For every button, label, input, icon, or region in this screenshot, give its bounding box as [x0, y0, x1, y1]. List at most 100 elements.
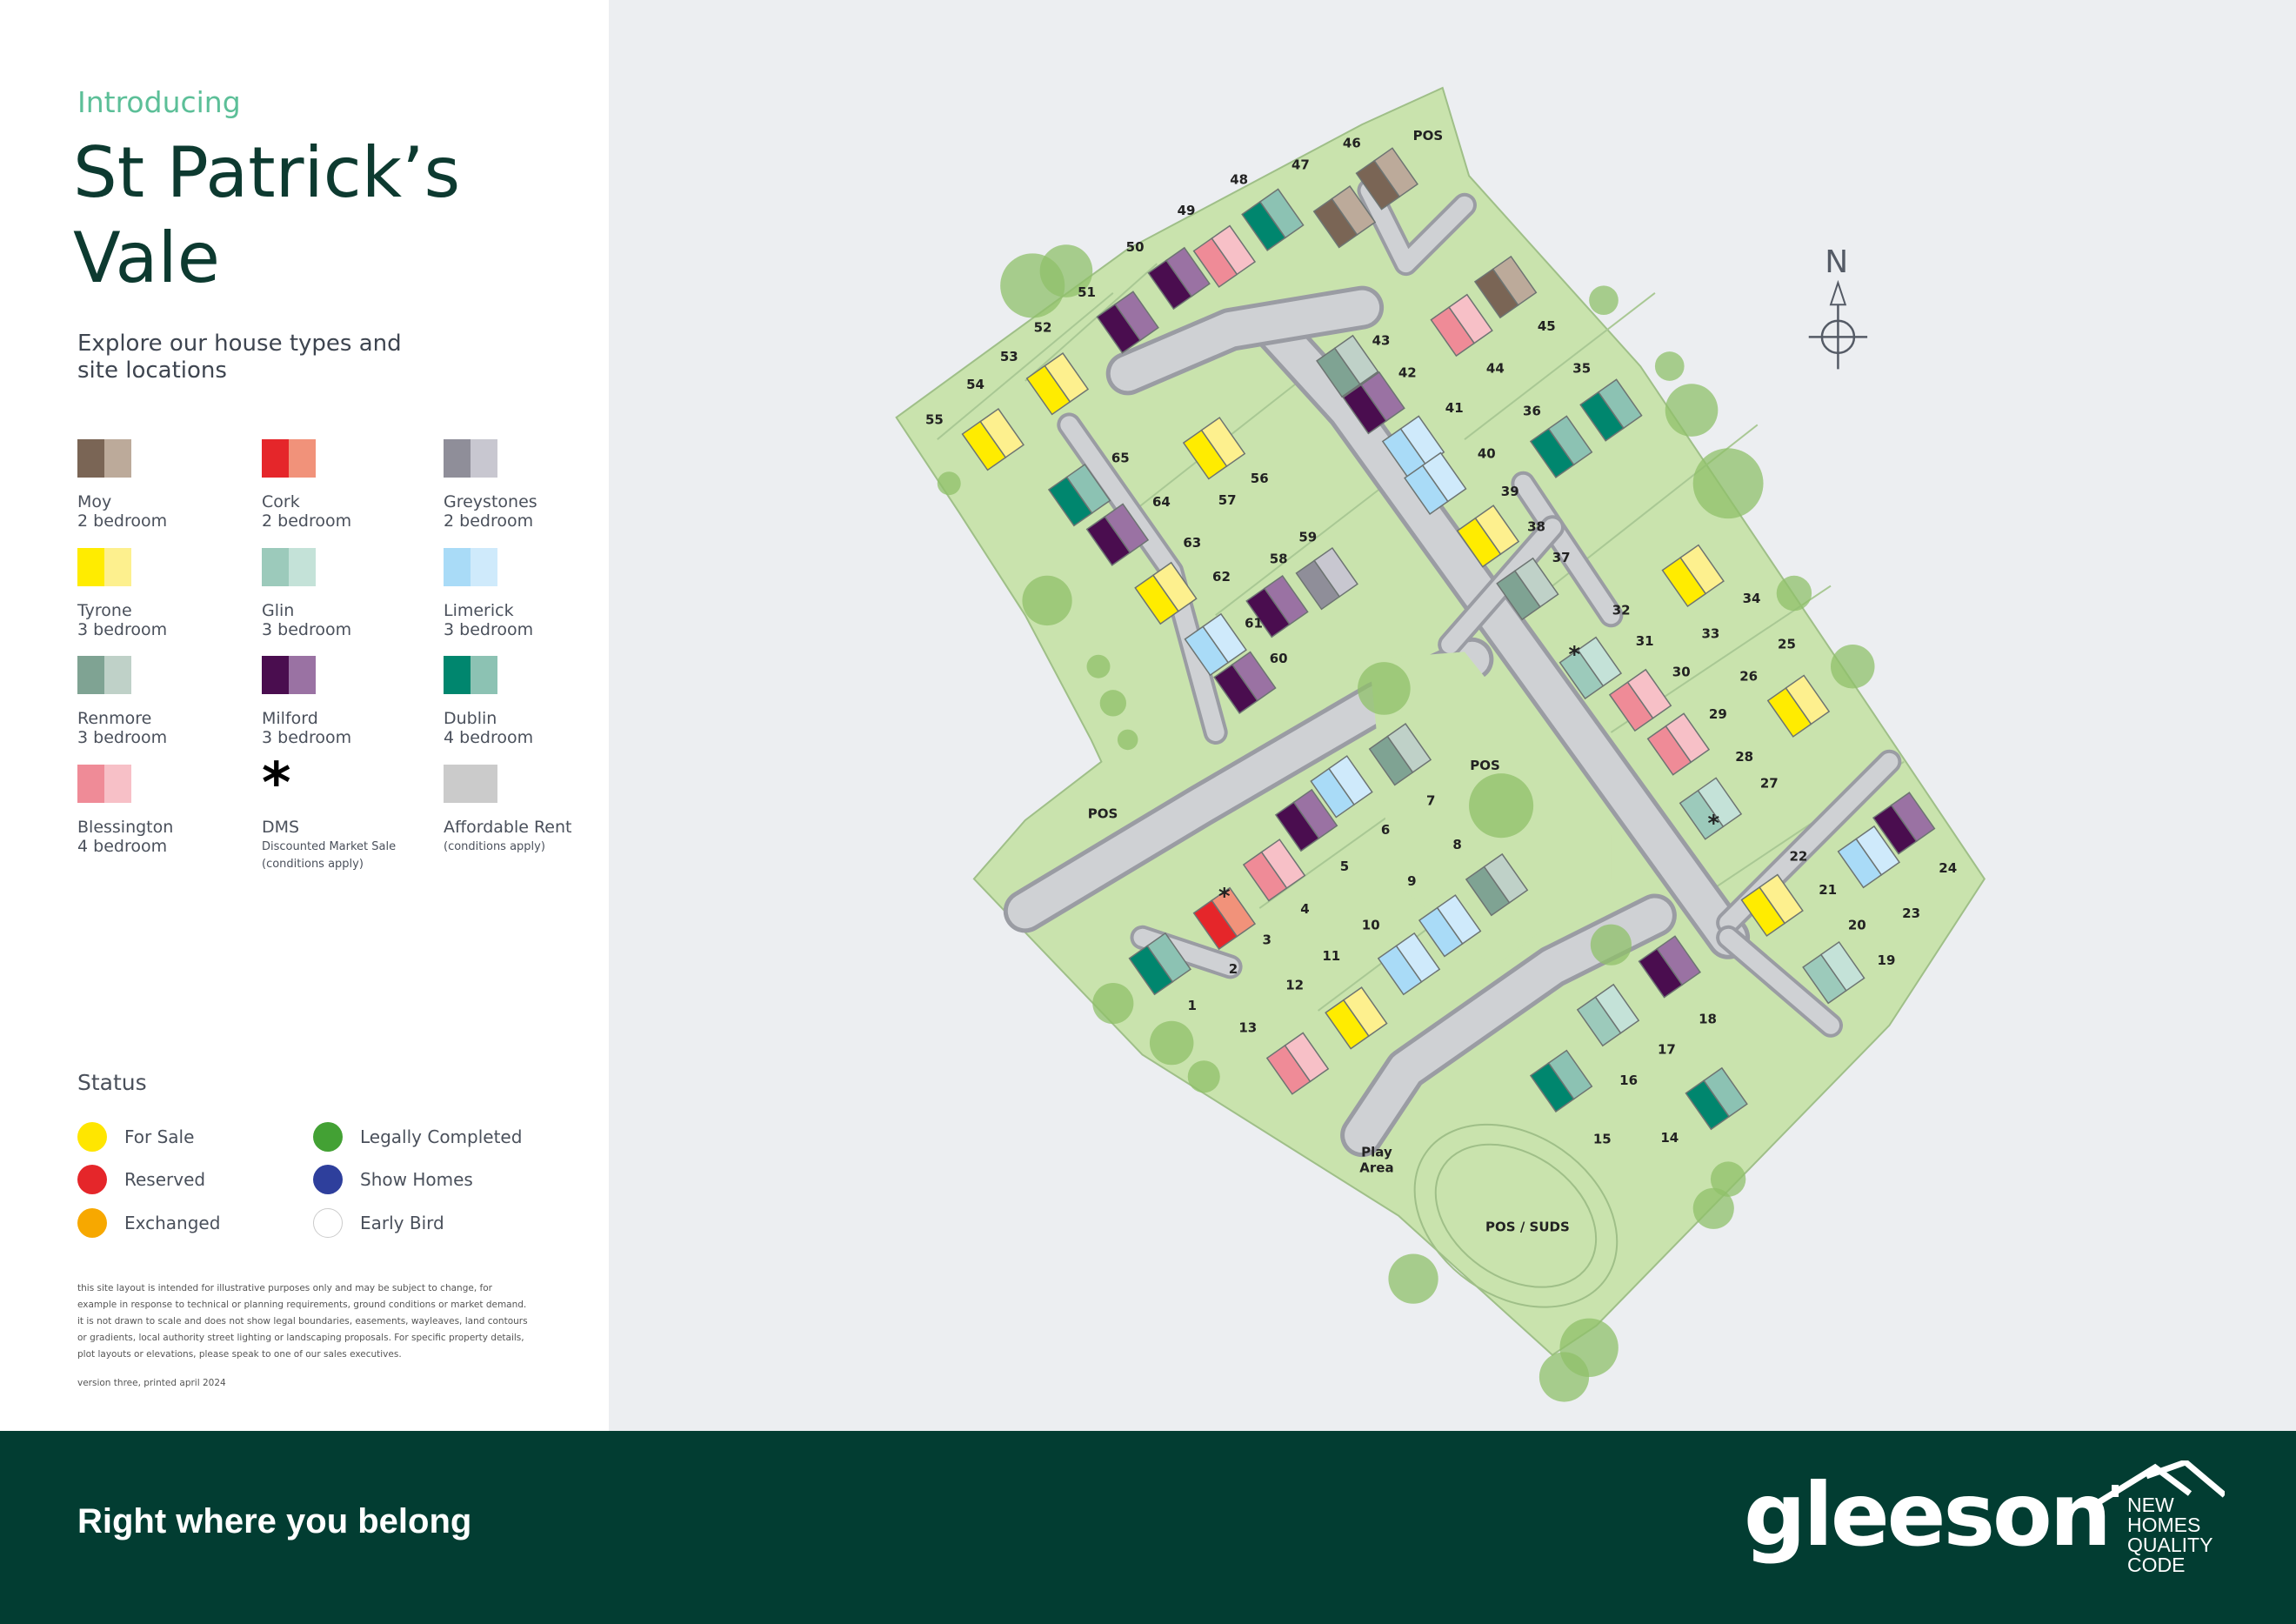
plot-number[interactable]: 48	[1230, 171, 1248, 187]
house-milford[interactable]	[1147, 246, 1211, 311]
house-renmore[interactable]	[1496, 557, 1559, 621]
house-milford[interactable]	[1085, 503, 1150, 566]
plot-number[interactable]: 55	[925, 412, 944, 428]
plot-number[interactable]: 26	[1739, 668, 1758, 684]
plot-number[interactable]: 63	[1183, 535, 1201, 551]
plot-number[interactable]: 62	[1212, 569, 1231, 585]
plot-number[interactable]: 47	[1292, 157, 1310, 173]
house-renmore[interactable]	[1368, 723, 1432, 786]
plot-number[interactable]: 4	[1300, 901, 1309, 917]
plot-number[interactable]: 32	[1612, 603, 1631, 618]
plot-number[interactable]: 35	[1572, 361, 1591, 377]
house-blessington[interactable]	[1242, 839, 1306, 902]
plot-number[interactable]: 53	[1000, 349, 1018, 364]
plot-number[interactable]: 1	[1188, 998, 1197, 1013]
plot-number[interactable]: 28	[1735, 749, 1753, 765]
plot-number[interactable]: 24	[1939, 860, 1957, 876]
plot-number[interactable]: 39	[1501, 484, 1519, 499]
plot-number[interactable]: 52	[1034, 320, 1052, 336]
house-glin[interactable]	[1802, 940, 1866, 1005]
plot-number[interactable]: 54	[966, 377, 984, 392]
house-milford[interactable]	[1213, 651, 1277, 714]
house-dublin[interactable]	[1128, 932, 1191, 996]
plot-number[interactable]: 64	[1152, 494, 1171, 510]
house-tyrone[interactable]	[1766, 674, 1831, 738]
plot-number[interactable]: 34	[1743, 591, 1761, 606]
house-tyrone[interactable]	[961, 407, 1025, 471]
plot-number[interactable]: 20	[1848, 918, 1866, 933]
house-blessington[interactable]	[1608, 668, 1672, 732]
plot-number[interactable]: 3	[1262, 932, 1271, 947]
house-renmore[interactable]	[1316, 334, 1379, 398]
house-limerick[interactable]	[1381, 415, 1445, 478]
plot-number[interactable]: 61	[1245, 616, 1263, 632]
house-dublin[interactable]	[1685, 1066, 1748, 1131]
plot-number[interactable]: 43	[1372, 333, 1391, 349]
plot-number[interactable]: 30	[1672, 664, 1691, 679]
house-milford[interactable]	[1872, 792, 1936, 855]
plot-number[interactable]: 40	[1478, 445, 1496, 461]
plot-number[interactable]: 57	[1218, 492, 1237, 508]
plot-number[interactable]: 14	[1660, 1130, 1679, 1146]
house-glin[interactable]	[1558, 636, 1623, 700]
plot-number[interactable]: 13	[1238, 1019, 1257, 1035]
plot-number[interactable]: 50	[1126, 239, 1145, 255]
plot-number[interactable]: 58	[1270, 551, 1288, 567]
house-cork[interactable]	[1192, 886, 1257, 951]
plot-number[interactable]: 29	[1709, 706, 1727, 722]
house-limerick[interactable]	[1837, 825, 1901, 889]
house-dublin[interactable]	[1579, 378, 1643, 442]
house-blessington[interactable]	[1192, 224, 1257, 288]
house-dublin[interactable]	[1047, 463, 1111, 527]
plot-number[interactable]: 25	[1778, 636, 1796, 652]
plot-number[interactable]: 12	[1285, 978, 1304, 993]
plot-number[interactable]: 46	[1343, 135, 1361, 150]
house-tyrone[interactable]	[1456, 505, 1520, 568]
house-tyrone[interactable]	[1025, 351, 1090, 416]
plot-number[interactable]: 8	[1452, 837, 1461, 852]
plot-number[interactable]: 17	[1658, 1042, 1676, 1058]
plot-number[interactable]: 36	[1523, 404, 1541, 419]
house-moy[interactable]	[1312, 185, 1377, 249]
plot-number[interactable]: 16	[1619, 1073, 1638, 1088]
plot-number[interactable]: 33	[1701, 625, 1719, 641]
house-tyrone[interactable]	[1134, 561, 1198, 625]
house-dublin[interactable]	[1529, 415, 1593, 478]
house-blessington[interactable]	[1265, 1032, 1330, 1095]
house-glin[interactable]	[1576, 983, 1640, 1047]
plot-number[interactable]: 42	[1398, 365, 1417, 381]
house-milford[interactable]	[1096, 291, 1159, 354]
plot-number[interactable]: 65	[1111, 450, 1130, 465]
house-tyrone[interactable]	[1325, 986, 1388, 1050]
site-plan[interactable]: ***1234567891011121314151617181920212223…	[0, 0, 2296, 1431]
house-limerick[interactable]	[1184, 612, 1247, 677]
plot-number[interactable]: 44	[1486, 361, 1505, 377]
house-tyrone[interactable]	[1182, 417, 1246, 480]
plot-number[interactable]: 56	[1251, 471, 1269, 486]
house-glin[interactable]	[1679, 777, 1743, 840]
house-milford[interactable]	[1638, 935, 1701, 999]
house-limerick[interactable]	[1418, 894, 1482, 958]
house-dublin[interactable]	[1241, 188, 1305, 251]
plot-number[interactable]: 22	[1790, 848, 1808, 864]
house-renmore[interactable]	[1465, 852, 1529, 917]
house-milford[interactable]	[1342, 371, 1405, 435]
plot-number[interactable]: 51	[1078, 284, 1096, 300]
plot-number[interactable]: 21	[1819, 882, 1837, 898]
plot-number[interactable]: 41	[1445, 400, 1464, 416]
plot-number[interactable]: 37	[1552, 550, 1571, 565]
house-greystones[interactable]	[1295, 546, 1358, 611]
plot-number[interactable]: 49	[1178, 203, 1196, 218]
house-blessington[interactable]	[1646, 712, 1711, 776]
plot-number[interactable]: 19	[1878, 952, 1896, 968]
house-tyrone[interactable]	[1740, 873, 1804, 937]
plot-number[interactable]: 60	[1270, 651, 1288, 666]
house-milford[interactable]	[1274, 788, 1338, 852]
plot-number[interactable]: 45	[1538, 318, 1556, 334]
plot-number[interactable]: 23	[1902, 906, 1920, 921]
plot-number[interactable]: 31	[1636, 633, 1654, 649]
house-moy[interactable]	[1355, 147, 1418, 211]
plot-number[interactable]: 6	[1381, 822, 1390, 838]
plot-number[interactable]: 15	[1593, 1131, 1612, 1146]
